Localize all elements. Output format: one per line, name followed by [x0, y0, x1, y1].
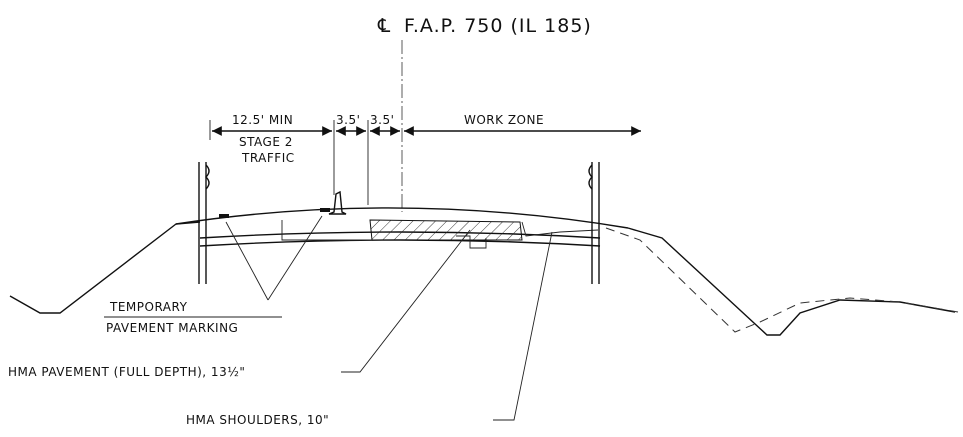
pavement-bottom: [199, 239, 601, 247]
lane-left-label: 3.5': [336, 113, 360, 127]
drawing-title: ℄ F.A.P. 750 (IL 185): [377, 15, 592, 37]
hma-shoulders-label: HMA SHOULDERS, 10": [186, 413, 329, 427]
full-depth-pavement-hatch: [369, 219, 523, 241]
dimension-labels: 12.5' MIN STAGE 2 TRAFFIC 3.5' 3.5' WORK…: [232, 113, 544, 165]
work-zone-label: WORK ZONE: [464, 113, 544, 127]
hma-pavement-label: HMA PAVEMENT (FULL DEPTH), 13½": [8, 365, 245, 379]
pavement-section: [175, 207, 629, 249]
centerline-symbol: ℄: [377, 15, 391, 37]
lane-right-label: 3.5': [370, 113, 394, 127]
guardrail-right: [588, 162, 600, 284]
pavement-top: [175, 207, 629, 229]
extension-lines: [209, 120, 369, 205]
route-title: F.A.P. 750 (IL 185): [404, 15, 592, 37]
callout-labels: TEMPORARY PAVEMENT MARKING HMA PAVEMENT …: [8, 300, 329, 427]
stage2-width-label: 12.5' MIN: [232, 113, 293, 127]
leader-lines: [225, 215, 553, 421]
guardrail-left: [198, 162, 210, 284]
temporary-barrier: [328, 190, 347, 215]
temporary-label: TEMPORARY: [109, 300, 188, 314]
pavement-markings: [219, 208, 330, 218]
pavement-marking-label: PAVEMENT MARKING: [106, 321, 238, 335]
stage2-label: STAGE 2: [239, 135, 293, 149]
traffic-label: TRAFFIC: [241, 151, 295, 165]
